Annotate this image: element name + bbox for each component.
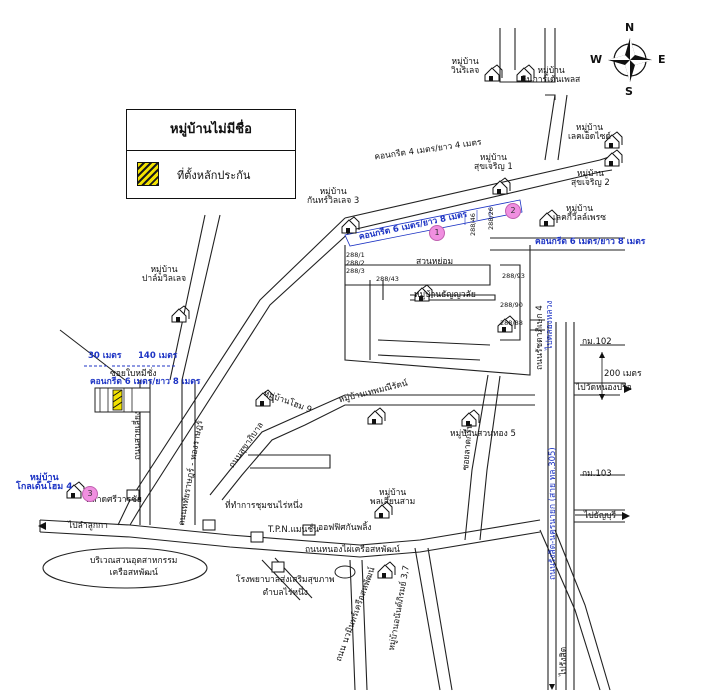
road-label: ไปธัญบุรี <box>584 511 617 521</box>
road-label: ถนนสายเลี่ยง <box>133 411 143 460</box>
plot-label: 288/2 <box>346 259 365 267</box>
compass-south: S <box>625 85 633 98</box>
house-icon <box>367 407 386 425</box>
place-label: ออฟฟิศกันพลิ้ง <box>318 523 372 533</box>
plot-label: 288/1 <box>346 251 365 259</box>
place-label: สวนหย่อม <box>416 257 454 267</box>
location-marker-2: 2 <box>505 203 521 219</box>
road-label: ไปลำลูกกา <box>68 521 108 531</box>
village-label: หมู่บ้านวินริเลจ <box>451 57 480 76</box>
village-label: หมู่บ้านเลคกี้วิลล์เพรซ <box>553 204 606 223</box>
plot-label: 288/90 <box>500 301 523 309</box>
village-label: หมู่บ้านเลคเอ็ดไซด์ <box>568 123 611 142</box>
location-marker-1: 1 <box>429 225 445 241</box>
road-label: ไปคลองหลวง <box>545 300 555 350</box>
industrial-zone-label: บริเวณสวนอุตสาหกรรม เครือสหพัฒน์ <box>90 556 178 578</box>
village-label: หมู่บ้านวินการ์เด้นเพลส <box>522 66 581 85</box>
house-icon <box>377 561 396 579</box>
industrial-zone-ring <box>42 547 208 589</box>
place-label: โรงพยาบาลส่งเสริมสุขภาพตำบลไร่หนึ่ง <box>236 575 335 598</box>
place-label: T.P.N.แมนชั่น <box>268 525 319 535</box>
pond <box>334 565 356 579</box>
compass-west: W <box>590 53 603 66</box>
plot-label: 288/26 <box>487 207 495 230</box>
village-label: หมู่บ้านสุขเจริญ 1 <box>474 153 513 172</box>
place-label: ที่ทำการชุมชนไร่หนึ่ง <box>225 501 303 511</box>
distance-label: 140 เมตร <box>138 351 178 361</box>
legend-divider <box>127 150 295 151</box>
km-label: กม.103 <box>582 469 612 479</box>
legend-item-label: ที่ตั้งหลักประกัน <box>177 169 251 182</box>
direction-arrows <box>38 352 632 690</box>
road-network <box>39 28 625 691</box>
village-label: หมู่บ้านกันทร์วิลเลจ 3 <box>307 187 360 206</box>
road-label: คอนกรีต 6 เมตร/ยาว 8 เมตร <box>90 377 201 387</box>
place-label: ตลาดศรีวารชัย <box>86 495 142 505</box>
road-label: ไปวัดหนองปรือ <box>576 383 632 393</box>
small-buildings <box>126 489 316 573</box>
distance-label: 30 เมตร <box>88 351 122 361</box>
collateral-swatch <box>137 162 159 186</box>
village-label: หมู่บ้านปาล์มวิลเลจ <box>142 265 187 284</box>
road-bands <box>94 199 523 413</box>
road-label: ซอยใบหมีชั่ง <box>110 369 157 379</box>
plot-label: 288/43 <box>376 275 399 283</box>
legend-box: หมู่บ้านไม่มีชื่อ ที่ตั้งหลักประกัน <box>126 109 296 199</box>
village-label: หมู่บ้านสุขเจริญ 2 <box>571 169 610 188</box>
plot-label: 288/3 <box>346 267 365 275</box>
village-label: หมู่บ้านโกลเด้นโฮม 4 <box>16 473 73 493</box>
village-label: หมู่บ้านพลเสียนสาม <box>370 488 416 507</box>
road-label: ไปรังสิต <box>559 646 569 676</box>
plot-label: 288/88 <box>500 319 523 327</box>
road-label: คอนกรีต 6 เมตร/ยาว 8 เมตร <box>535 237 646 247</box>
plot-label: 288/93 <box>502 272 525 280</box>
road-label: ถนนหนองไผ่เครือสหพัฒน์ <box>305 545 400 555</box>
house-icon <box>492 177 511 195</box>
road-label: ถนนรังสิต-นครนายก (สาย ทล.305) <box>548 447 558 580</box>
location-marker-3: 3 <box>82 486 98 502</box>
km-label: กม.102 <box>582 337 612 347</box>
house-icon <box>171 305 190 323</box>
compass-east: E <box>658 53 666 66</box>
village-label: หมู่บ้านสวนทอง 5 <box>450 429 516 439</box>
village-label: หมู่บ้านธัญญวลัย <box>414 290 476 300</box>
compass-rose <box>608 38 652 82</box>
house-icon <box>341 216 360 234</box>
legend-title: หมู่บ้านไม่มีชื่อ <box>170 122 252 137</box>
house-icon <box>604 149 623 167</box>
plot-label: 288/46 <box>469 213 477 236</box>
distance-label: 200 เมตร <box>604 369 642 379</box>
compass-north: N <box>625 21 635 34</box>
road-label: ถนนรัชดาภิเษก 4 <box>535 305 545 370</box>
